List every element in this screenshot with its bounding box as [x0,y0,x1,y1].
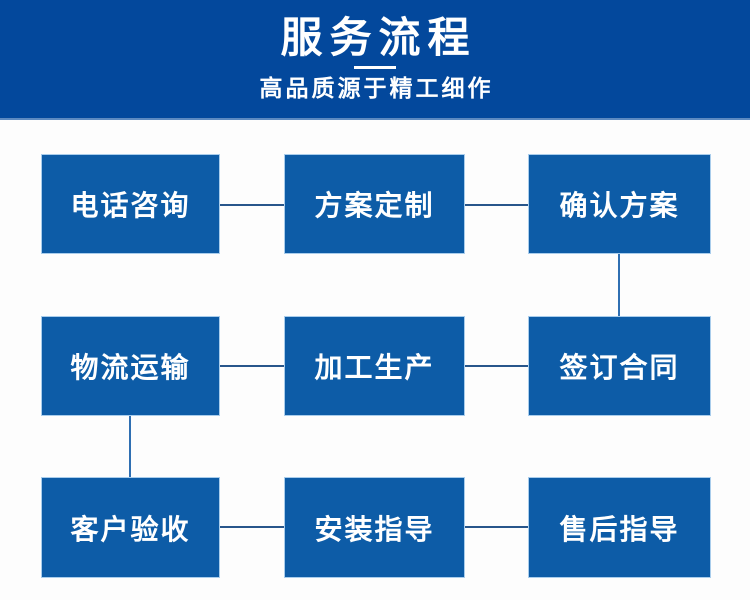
page-title: 服务流程 [280,14,477,61]
connector-row2-left [220,365,284,367]
header-banner: 服务流程 高品质源于精工细作 [0,0,750,120]
title-divider [354,66,396,69]
flow-step-phone-consult: 电话咨询 [41,154,220,254]
flow-step-label: 客户验收 [70,513,191,545]
flow-step-label: 电话咨询 [70,190,191,221]
connector-row3-left [220,526,284,528]
flow-step-label: 物流运输 [70,352,191,383]
connector-row1-right [465,204,528,206]
connector-col3-down [618,254,620,316]
flow-step-plan-confirm: 确认方案 [528,154,711,254]
flow-step-label: 方案定制 [314,190,435,221]
flow-step-label: 加工生产 [314,352,435,383]
flow-step-customer-acceptance: 客户验收 [41,477,220,578]
flow-step-aftersales-guidance: 售后指导 [528,477,711,578]
flow-step-label: 签订合同 [559,352,680,383]
flow-step-label: 安装指导 [314,513,435,545]
flow-step-sign-contract: 签订合同 [528,316,711,416]
connector-col1-down [129,416,131,477]
connector-row1-left [220,204,284,206]
flow-step-production: 加工生产 [284,316,465,416]
page-subtitle: 高品质源于精工细作 [259,75,494,101]
connector-row2-right [465,365,528,367]
flow-step-plan-customize: 方案定制 [284,154,465,254]
connector-row3-right [465,526,528,528]
flow-step-label: 确认方案 [559,190,680,221]
flow-step-install-guidance: 安装指导 [284,477,465,578]
flow-step-logistics: 物流运输 [41,316,220,416]
flow-step-label: 售后指导 [559,513,680,545]
